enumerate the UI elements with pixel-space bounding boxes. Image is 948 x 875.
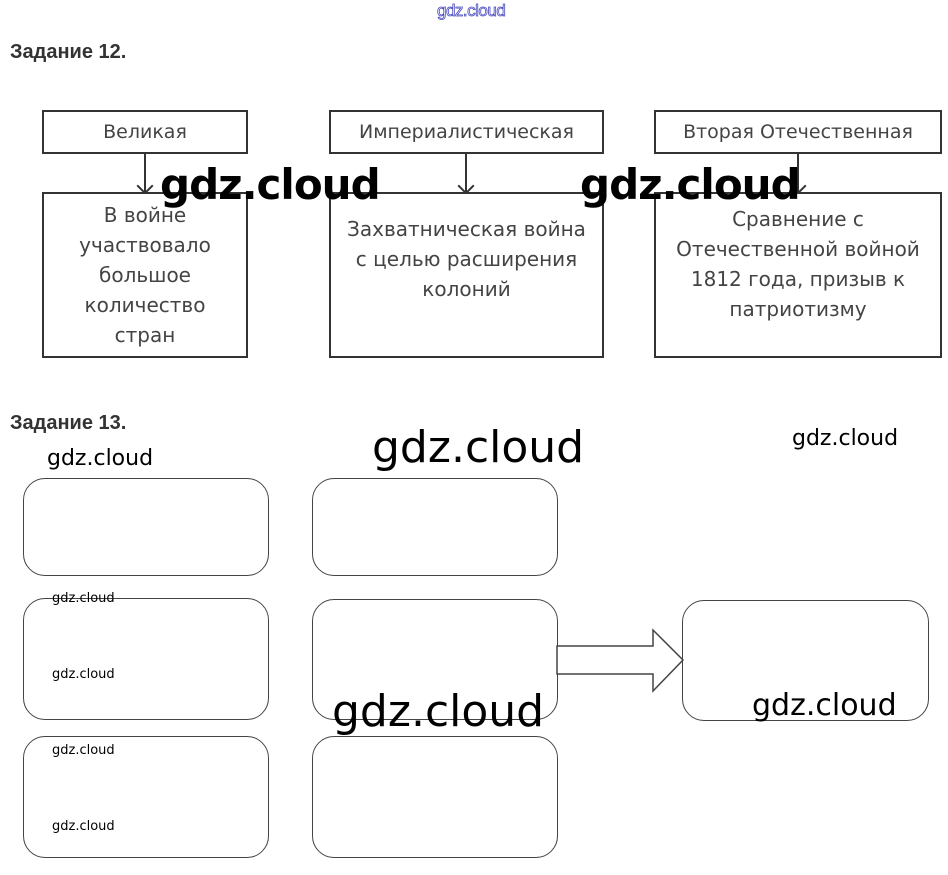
description-box-3: Сравнение с Отечественной войной 1812 го… (654, 192, 942, 358)
arrow-line (797, 154, 799, 192)
empty-answer-box-left-2[interactable] (23, 598, 269, 720)
task-13-title: Задание 13. (10, 412, 127, 434)
desc-line: участвовало (79, 233, 211, 257)
heading-label: Великая (103, 121, 187, 143)
desc-line: Захватническая война (347, 217, 586, 241)
watermark: gdz.cloud (332, 686, 545, 737)
heading-box-imperialist: Империалистическая (329, 110, 604, 154)
heading-label: Империалистическая (359, 121, 574, 143)
desc-line: Отечественной войной (676, 237, 920, 261)
top-watermark: gdz.cloud (437, 1, 507, 21)
watermark: gdz.cloud (752, 688, 897, 723)
empty-answer-box-left-1[interactable] (23, 478, 269, 576)
desc-line: В войне (103, 203, 187, 227)
watermark: gdz.cloud (372, 422, 585, 473)
description-box-2: Захватническая война с целью расширения … (329, 192, 604, 358)
watermark: gdz.cloud (47, 446, 154, 471)
desc-line: 1812 года, призыв к (690, 267, 906, 291)
watermark: gdz.cloud (52, 819, 115, 834)
task-12-title: Задание 12. (10, 41, 127, 63)
watermark: gdz.cloud (792, 426, 899, 451)
desc-line: с целью расширения (355, 247, 578, 271)
empty-answer-box-middle-1[interactable] (312, 478, 558, 576)
watermark: gdz.cloud (160, 160, 381, 209)
empty-result-box[interactable] (682, 600, 929, 721)
watermark: gdz.cloud (52, 743, 115, 758)
watermark: gdz.cloud (52, 591, 115, 606)
heading-label: Вторая Отечественная (683, 121, 913, 143)
block-arrow-right-icon (556, 628, 685, 693)
desc-line: количество (84, 293, 206, 317)
desc-line: Сравнение с (732, 207, 864, 231)
empty-answer-box-middle-3[interactable] (312, 736, 558, 858)
desc-line: патриотизму (729, 297, 867, 321)
watermark: gdz.cloud (580, 160, 801, 209)
arrow-line (144, 154, 146, 192)
desc-line: большое (99, 263, 191, 287)
desc-line: колоний (422, 277, 511, 301)
heading-box-velikaya: Великая (42, 110, 248, 154)
watermark: gdz.cloud (52, 667, 115, 682)
arrow-line (465, 154, 467, 192)
empty-answer-box-left-3[interactable] (23, 736, 269, 858)
heading-box-second-patriotic: Вторая Отечественная (654, 110, 942, 154)
description-box-1: В войне участвовало большое количество с… (42, 192, 248, 358)
desc-line: стран (114, 323, 176, 347)
